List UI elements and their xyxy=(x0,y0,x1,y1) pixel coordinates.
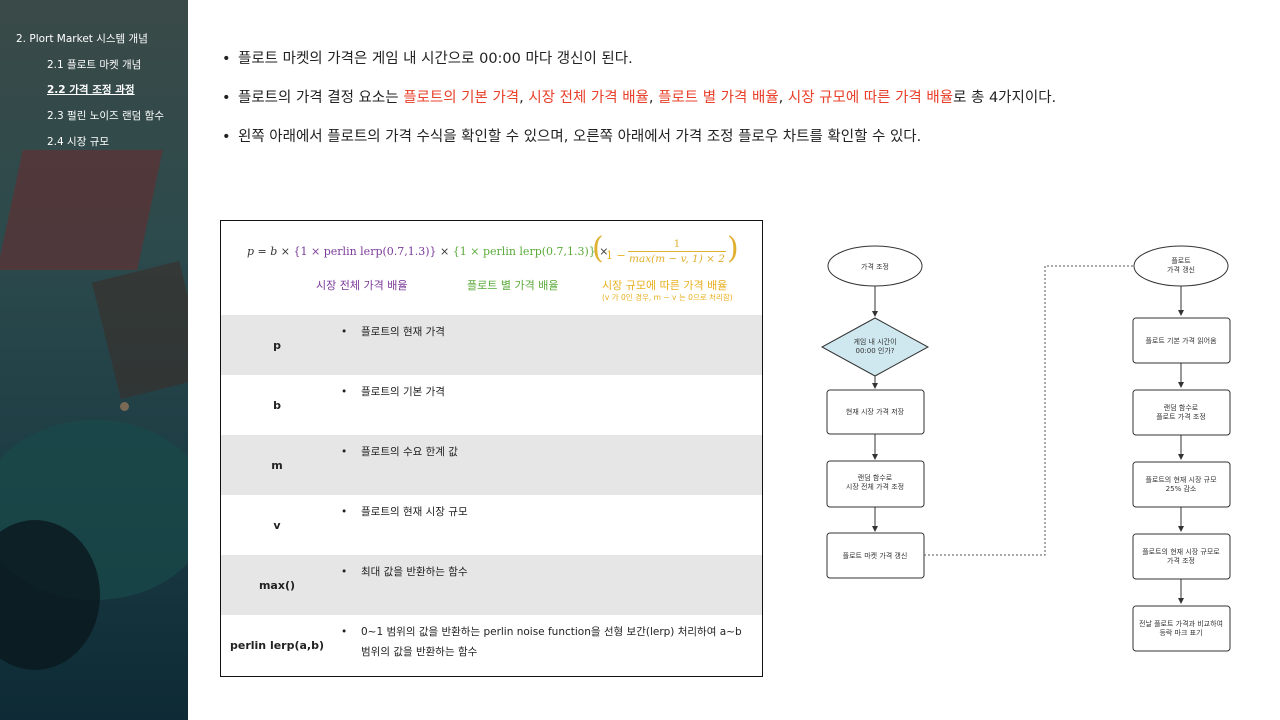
flow-right-start-label: 플로트 xyxy=(1171,257,1191,265)
flow-right-step5-label: 전날 플로트 가격과 비교하여 xyxy=(1139,619,1223,628)
flow-right-step4-label: 플로트의 현재 시장 규모로 xyxy=(1142,547,1220,556)
formula-table: p = b × {1 × perlin lerp(0.7,1.3)} × {1 … xyxy=(220,220,763,677)
row-desc-text: 0~1 범위의 값을 반환하는 perlin noise function을 선… xyxy=(361,626,742,638)
sidebar-decor xyxy=(0,520,100,670)
row-symbol: perlin lerp(a,b) xyxy=(229,638,325,652)
separator: , xyxy=(648,90,659,106)
flow-left-decision-label: 00:00 인가? xyxy=(856,346,895,355)
flow-connector-dotted xyxy=(924,265,1133,556)
separator: , xyxy=(778,90,788,106)
flow-right-step1-label: 플로트 기본 가격 읽어옴 xyxy=(1145,336,1217,345)
label-scale-multiplier: 시장 규모에 따른 가격 배율 xyxy=(602,279,728,292)
table-row: max() •최대 값을 반환하는 함수 xyxy=(221,555,762,615)
flow-left-step3-label: 플로트 마켓 가격 갱신 xyxy=(843,551,908,560)
price-adjust-flowchart: 가격 조정 게임 내 시간이 00:00 인가? 현재 시장 가격 저장 랜덤 … xyxy=(800,230,1260,670)
row-desc: •플로트의 기본 가격 xyxy=(341,386,445,398)
row-symbol: b xyxy=(273,398,281,412)
formula-one-minus: 1 − xyxy=(606,249,626,262)
row-desc-text: 플로트의 현재 시장 규모 xyxy=(361,506,468,518)
flow-left-decision-label: 게임 내 시간이 xyxy=(853,337,896,346)
bullet-text: 플로트의 가격 결정 요소는 xyxy=(238,90,404,106)
label-plort-multiplier: 플로트 별 가격 배율 xyxy=(467,279,559,292)
sidebar-decor xyxy=(91,260,188,400)
formula-plort-term: {1 × perlin lerp(0.7,1.3)} xyxy=(452,245,596,258)
bullet-text: 플로트 마켓의 가격은 게임 내 시간으로 00:00 마다 갱신이 된다. xyxy=(238,51,633,67)
table-row: b •플로트의 기본 가격 xyxy=(221,375,762,435)
formula-expression: p = b × {1 × perlin lerp(0.7,1.3)} × {1 … xyxy=(247,245,609,258)
row-desc: •0~1 범위의 값을 반환하는 perlin noise function을 … xyxy=(341,622,751,662)
flow-left-step2-label: 랜덤 함수로 xyxy=(858,473,893,482)
formula-fraction: 1 max(m − v, 1) × 2 xyxy=(628,238,726,265)
table-row: p •플로트의 현재 가격 xyxy=(221,315,762,375)
row-desc: •플로트의 현재 가격 xyxy=(341,326,445,338)
formula-lhs: p xyxy=(247,245,255,258)
table-row: v •플로트의 현재 시장 규모 xyxy=(221,495,762,555)
flow-right-step5-node xyxy=(1132,605,1231,652)
flow-right-step5-label: 등락 마크 표기 xyxy=(1159,628,1202,637)
highlight-scale-multiplier: 시장 규모에 따른 가격 배율 xyxy=(787,90,954,106)
formula-paren-right: ) xyxy=(727,231,739,266)
bullet-price-factors: •플로트의 가격 결정 요소는 플로트의 기본 가격, 시장 전체 가격 배율,… xyxy=(222,90,1057,106)
row-desc-text: 플로트의 수요 한계 값 xyxy=(361,446,458,458)
row-desc: •플로트의 현재 시장 규모 xyxy=(341,506,468,518)
row-symbol: v xyxy=(273,518,281,532)
price-formula: p = b × {1 × perlin lerp(0.7,1.3)} × {1 … xyxy=(221,221,762,316)
bullet-text: 왼쪽 아래에서 플로트의 가격 수식을 확인할 수 있으며, 오른쪽 아래에서 … xyxy=(238,129,922,145)
flow-left-start-label: 가격 조정 xyxy=(861,262,889,271)
sidebar-item-plort-market[interactable]: 2. Plort Market 시스템 개념 xyxy=(16,33,148,45)
highlight-market-multiplier: 시장 전체 가격 배율 xyxy=(528,90,649,106)
fraction-numerator: 1 xyxy=(628,238,726,252)
sidebar: 2. Plort Market 시스템 개념 2.1 플로트 마켓 개념 2.2… xyxy=(0,0,188,720)
flow-right-step3-label: 25% 감소 xyxy=(1166,485,1197,493)
flow-right-step2-label: 랜덤 함수로 xyxy=(1164,403,1199,412)
formula-eq: = xyxy=(254,245,271,258)
sidebar-decor xyxy=(120,402,129,411)
sidebar-item-price-adjust[interactable]: 2.2 가격 조정 과정 xyxy=(47,84,135,96)
table-row: perlin lerp(a,b) •0~1 범위의 값을 반환하는 perlin… xyxy=(221,615,762,675)
flow-left-step2-label: 시장 전체 가격 조정 xyxy=(846,482,904,491)
formula-times: × xyxy=(595,245,609,258)
row-symbol: p xyxy=(273,338,281,352)
sidebar-decor xyxy=(0,150,163,270)
table-row: m •플로트의 수요 한계 값 xyxy=(221,435,762,495)
highlight-base-price: 플로트의 기본 가격 xyxy=(403,90,520,106)
row-symbol: m xyxy=(271,458,283,472)
flowchart-svg: 가격 조정 게임 내 시간이 00:00 인가? 현재 시장 가격 저장 랜덤 … xyxy=(820,245,1231,652)
row-desc-text: 최대 값을 반환하는 함수 xyxy=(361,566,468,578)
row-desc: •최대 값을 반환하는 함수 xyxy=(341,566,468,578)
row-desc-text-cont: 범위의 값을 반환하는 함수 xyxy=(361,646,478,658)
flow-right-step2-label: 플로트 가격 조정 xyxy=(1156,412,1206,421)
flow-right-step3-label: 플로트의 현재 시장 규모 xyxy=(1145,475,1217,484)
formula-b: b xyxy=(270,245,278,258)
bullet-update-time: •플로트 마켓의 가격은 게임 내 시간으로 00:00 마다 갱신이 된다. xyxy=(222,51,633,67)
formula-times: × xyxy=(277,245,294,258)
bullet-text: 로 총 4가지이다. xyxy=(953,90,1057,106)
label-scale-note: (v 가 0인 경우, m − v 는 0으로 처리함) xyxy=(602,293,733,302)
flow-right-step4-label: 가격 조정 xyxy=(1167,556,1195,565)
formula-market-term: {1 × perlin lerp(0.7,1.3)} xyxy=(293,245,437,258)
row-symbol: max() xyxy=(258,578,296,592)
highlight-plort-multiplier: 플로트 별 가격 배율 xyxy=(658,90,779,106)
separator: , xyxy=(519,90,529,106)
formula-paren-left: ( xyxy=(592,231,604,266)
flow-right-start-label: 가격 갱신 xyxy=(1167,265,1195,274)
formula-times: × xyxy=(436,245,453,258)
flow-left-step1-label: 현재 시장 가격 저장 xyxy=(846,407,905,416)
sidebar-item-market-concept[interactable]: 2.1 플로트 마켓 개념 xyxy=(47,59,142,71)
bullet-formula-chart-note: •왼쪽 아래에서 플로트의 가격 수식을 확인할 수 있으며, 오른쪽 아래에서… xyxy=(222,129,922,145)
row-desc-text: 플로트의 기본 가격 xyxy=(361,386,445,398)
sidebar-item-perlin-noise[interactable]: 2.3 펄린 노이즈 랜덤 함수 xyxy=(47,110,164,122)
fraction-denominator: max(m − v, 1) × 2 xyxy=(629,253,725,265)
label-market-multiplier: 시장 전체 가격 배율 xyxy=(316,279,408,292)
row-desc-text: 플로트의 현재 가격 xyxy=(361,326,445,338)
sidebar-item-market-scale[interactable]: 2.4 시장 규모 xyxy=(47,136,110,148)
row-desc: •플로트의 수요 한계 값 xyxy=(341,446,458,458)
